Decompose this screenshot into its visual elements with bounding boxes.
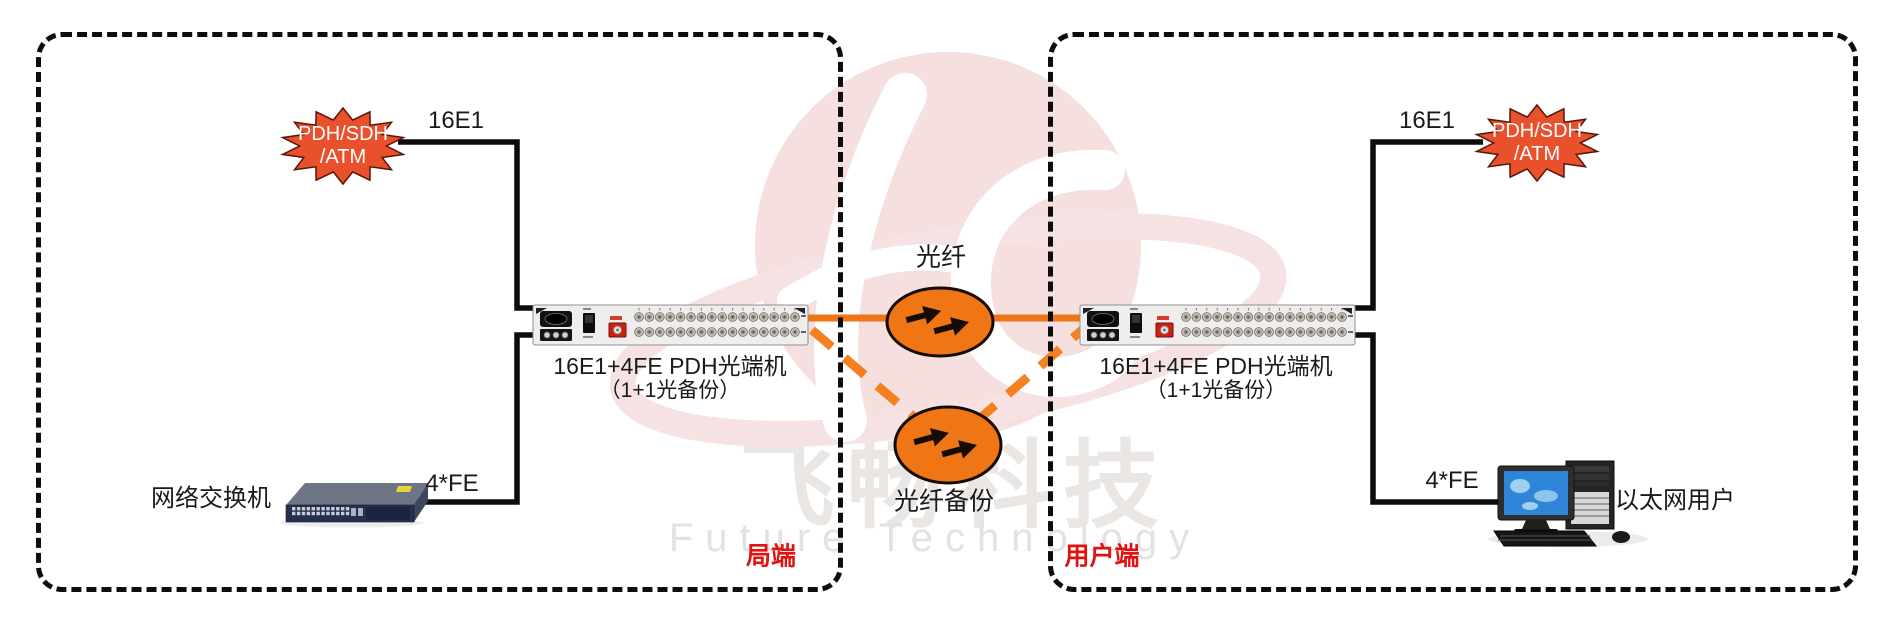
mouse [1612, 531, 1630, 543]
left-cloud-shape [280, 106, 406, 186]
left-16e1-label: 16E1 [427, 107, 485, 135]
left-cloud-label: PDH/SDH /ATM [298, 123, 388, 169]
watermark-english-text: Future Technology [668, 516, 1202, 560]
left-pdh-device [532, 304, 809, 346]
fiber-node [885, 286, 995, 358]
left-4fe-label: 4*FE [425, 470, 479, 498]
right-4fe-line [1352, 332, 1500, 505]
connection-lines [398, 139, 1500, 505]
right-cloud-line1: PDH/SDH [1491, 120, 1583, 142]
left-device-name: 16E1+4FE PDH光端机 [553, 352, 787, 379]
left-cloud-line1: PDH/SDH [297, 123, 389, 145]
left-region-label: 局端 [745, 542, 797, 571]
right-device-sub: （1+1光备份） [1145, 378, 1287, 402]
right-cloud-label: PDH/SDH /ATM [1492, 120, 1582, 166]
ethernet-user-label: 以太网用户 [1615, 487, 1735, 515]
fiber-backup-label: 光纤备份 [893, 487, 995, 516]
right-pdh-device [1079, 304, 1356, 346]
user-computer [1488, 460, 1648, 547]
left-device-sub: （1+1光备份） [599, 378, 741, 402]
right-16e1-line [1352, 139, 1483, 311]
switch-ports [292, 507, 350, 516]
right-4fe-label: 4*FE [1425, 467, 1479, 495]
left-cloud-line2: /ATM [319, 146, 367, 168]
switch-sticker [396, 486, 412, 492]
ethernet-switch [280, 483, 428, 528]
right-16e1-label: 16E1 [1398, 107, 1456, 135]
right-device-name: 16E1+4FE PDH光端机 [1099, 352, 1333, 379]
fiber-label: 光纤 [915, 243, 967, 272]
left-16e1-line [398, 139, 533, 311]
fiber-backup-node [893, 405, 1003, 485]
right-cloud-shape [1474, 103, 1600, 183]
right-cloud-line2: /ATM [1513, 143, 1561, 165]
switch-label: 网络交换机 [151, 485, 271, 513]
right-region-label: 用户端 [1064, 542, 1140, 571]
left-4fe-line [413, 332, 533, 505]
